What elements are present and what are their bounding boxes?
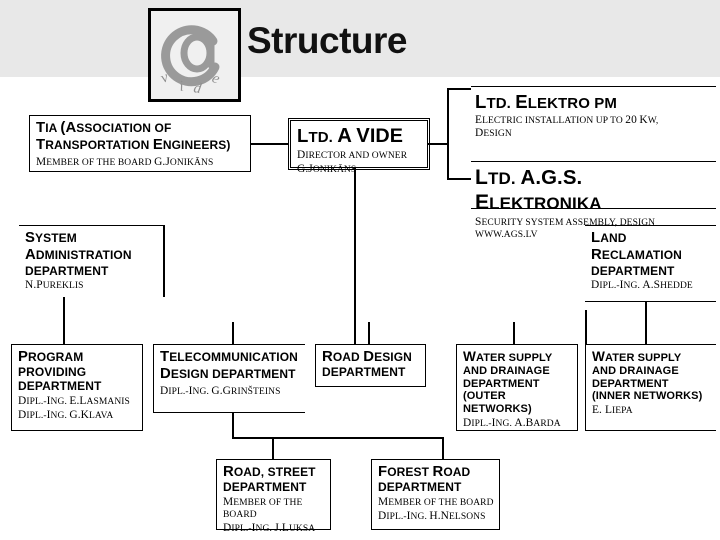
header-band (0, 0, 720, 77)
connector-avide-tia (250, 143, 288, 145)
connector-bottom-bus (272, 437, 444, 439)
node-roadstreet-subtitle: MEMBER OF THE BOARD DIPL.-ING. J.LUKSA (223, 496, 316, 534)
connector-roaddesign-drop (368, 322, 370, 344)
node-ags-elektronika[interactable]: LTD. A.G.S. ELEKTRONIKA SECURITY SYSTEM … (471, 161, 716, 240)
connector-landrec-inner-drop (645, 302, 647, 344)
connector-water-outer-drop (513, 322, 515, 344)
connector-right-bracket-vertical (447, 88, 449, 180)
svg-text:i: i (178, 79, 184, 95)
node-telecom-subtitle: DIPL.-ING. G.GRINŠTEINS (160, 384, 281, 397)
connector-telecom-bottom (232, 413, 234, 437)
node-elektro-pm[interactable]: LTD. ELEKTRO PM ELECTRIC INSTALLATION UP… (471, 86, 716, 140)
node-tia[interactable]: TIA (ASSOCIATION OF TRANSPORTATION ENGIN… (29, 115, 251, 172)
node-elektro-pm-subtitle: ELECTRIC INSTALLATION UP TO 20 KW,DESIGN (475, 113, 659, 140)
node-tia-title: TIA (ASSOCIATION OF TRANSPORTATION ENGIN… (36, 120, 231, 154)
connector-to-ags (447, 178, 471, 180)
node-program-subtitle: DIPL.-ING. E.LASMANIS DIPL.-ING. G.KLAVA (18, 395, 130, 421)
connector-sysadmin-program (63, 297, 65, 344)
node-forestroad-subtitle: MEMBER OF THE BOARD DIPL.-ING. H.NELSONS (378, 496, 494, 523)
node-ags-title: LTD. A.G.S. ELEKTRONIKA (475, 166, 602, 214)
svg-text:d: d (192, 80, 203, 97)
connector-landrec-left-drop (585, 310, 587, 344)
connector-avide-vertical (354, 168, 356, 344)
connector-to-elektro-pm (447, 88, 471, 90)
node-a-vide-title: LTD. A VIDE (297, 125, 404, 147)
node-water-outer-subtitle: DIPL.-ING. A.BARDA (463, 416, 561, 429)
node-sysadmin-subtitle: N.PUREKLIS (25, 279, 84, 292)
connector-telecom-drop (232, 322, 234, 344)
node-landrec-subtitle: DIPL.-ING. A.SHEDDE (591, 279, 693, 292)
at-vide-logo: v i d e (148, 8, 241, 102)
connector-forestroad-drop (442, 437, 444, 459)
node-water-inner-subtitle: E. LIEPA (592, 404, 633, 417)
node-tia-subtitle: MEMBER OF THE BOARD G.JONIKĀNS (36, 155, 214, 168)
node-elektro-pm-title: LTD. ELEKTRO PM (475, 91, 617, 112)
page-title: Structure (247, 20, 407, 61)
connector-telecom-to-bus (232, 437, 274, 439)
connector-avide-right (428, 143, 448, 145)
connector-roadstreet-drop (272, 437, 274, 459)
